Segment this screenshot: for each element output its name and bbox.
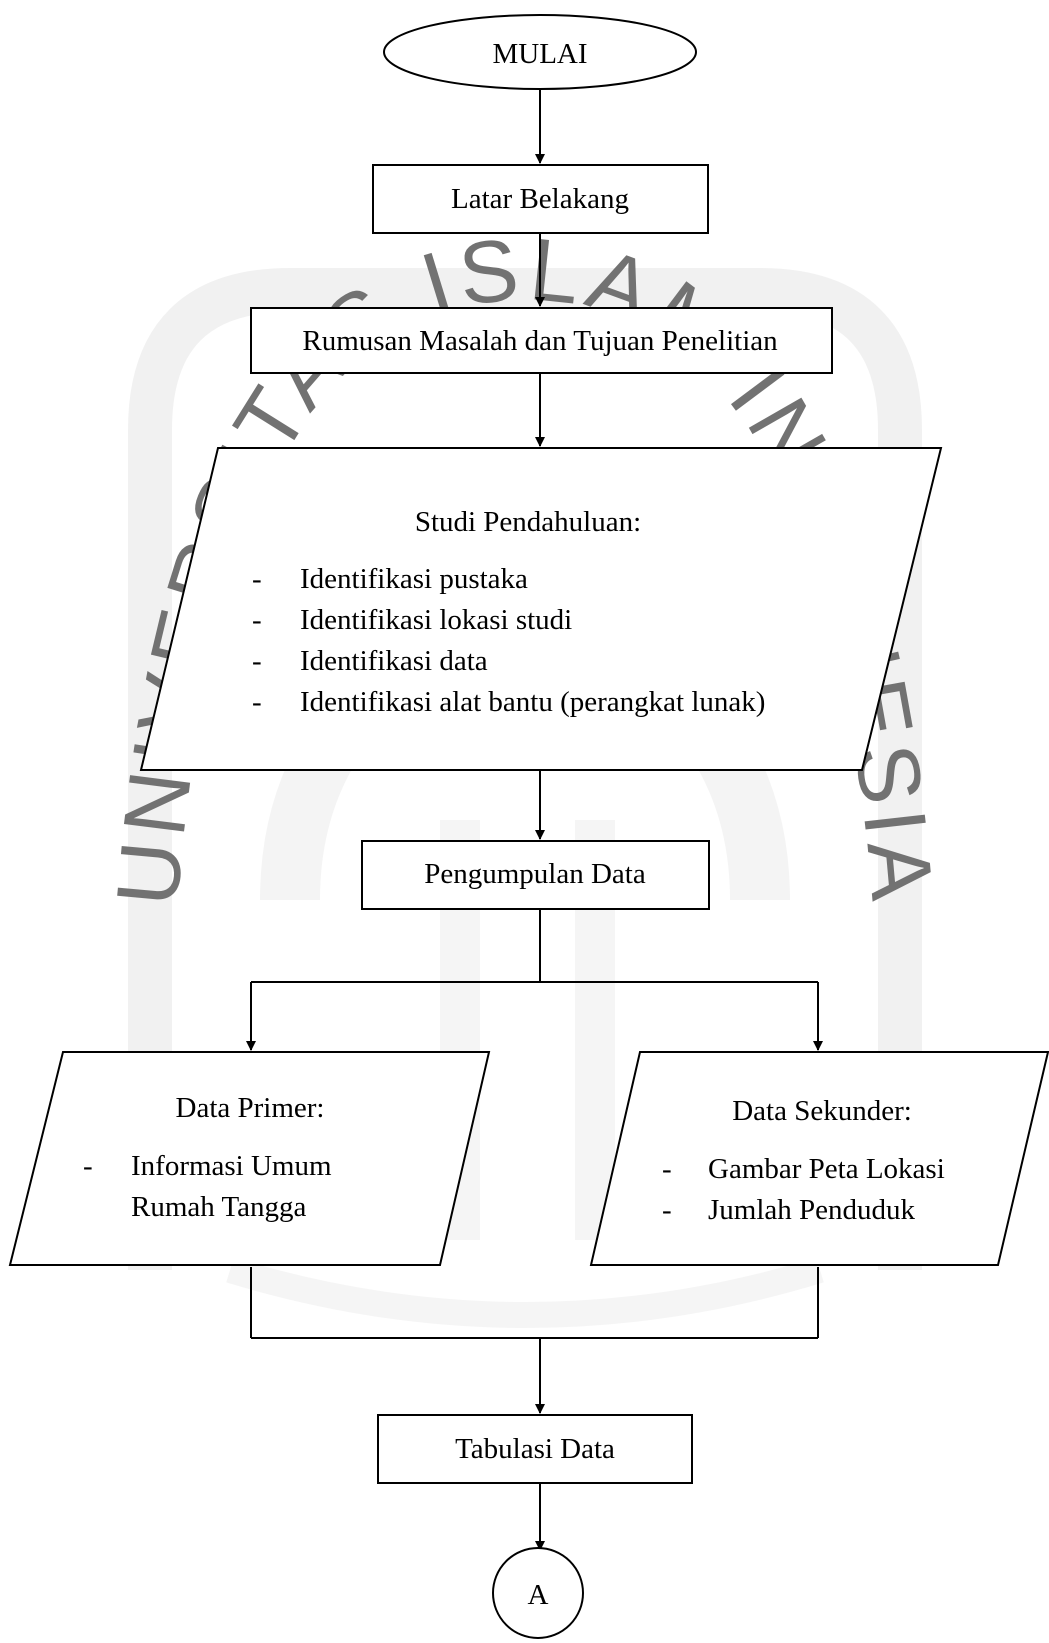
list-bullet: - — [83, 1150, 93, 1182]
primary-data-input: Data Primer: - Informasi Umum Rumah Tang… — [8, 1051, 491, 1266]
secondary-data-input: Data Sekunder: - Gambar Peta Lokasi - Ju… — [589, 1051, 1049, 1266]
background-step: Latar Belakang — [372, 164, 709, 234]
list-item: Identifikasi alat bantu (perangkat lunak… — [300, 686, 765, 718]
preliminary-list: - Identifikasi pustaka - Identifikasi lo… — [252, 563, 765, 718]
problem-step: Rumusan Masalah dan Tujuan Penelitian — [250, 307, 833, 374]
off-page-connector: A — [492, 1547, 584, 1639]
list-bullet: - — [252, 645, 262, 677]
list-bullet: - — [252, 563, 262, 595]
connectors — [246, 89, 823, 1551]
tabulation-label: Tabulasi Data — [455, 1433, 615, 1465]
list-item: Informasi Umum — [131, 1150, 332, 1182]
list-bullet: - — [662, 1194, 672, 1226]
collection-step: Pengumpulan Data — [361, 840, 710, 910]
list-item-continuation: Rumah Tangga — [131, 1191, 307, 1223]
secondary-title: Data Sekunder: — [732, 1095, 912, 1127]
list-bullet: - — [252, 604, 262, 636]
background-label: Latar Belakang — [451, 183, 629, 215]
list-item: Identifikasi lokasi studi — [300, 604, 572, 636]
start-node: MULAI — [383, 14, 697, 90]
list-item: Gambar Peta Lokasi — [708, 1153, 945, 1185]
start-label: MULAI — [492, 38, 587, 70]
collection-label: Pengumpulan Data — [424, 858, 646, 890]
list-item: Jumlah Penduduk — [708, 1194, 916, 1226]
primary-title: Data Primer: — [176, 1092, 325, 1124]
list-bullet: - — [252, 686, 262, 718]
list-bullet: - — [662, 1153, 672, 1185]
list-item: Identifikasi data — [300, 645, 488, 677]
list-item: Identifikasi pustaka — [300, 563, 528, 595]
preliminary-study-input: Studi Pendahuluan: - Identifikasi pustak… — [139, 447, 943, 771]
problem-label: Rumusan Masalah dan Tujuan Penelitian — [302, 325, 778, 357]
connector-label: A — [528, 1579, 549, 1611]
tabulation-step: Tabulasi Data — [377, 1414, 693, 1484]
preliminary-title: Studi Pendahuluan: — [415, 506, 641, 538]
